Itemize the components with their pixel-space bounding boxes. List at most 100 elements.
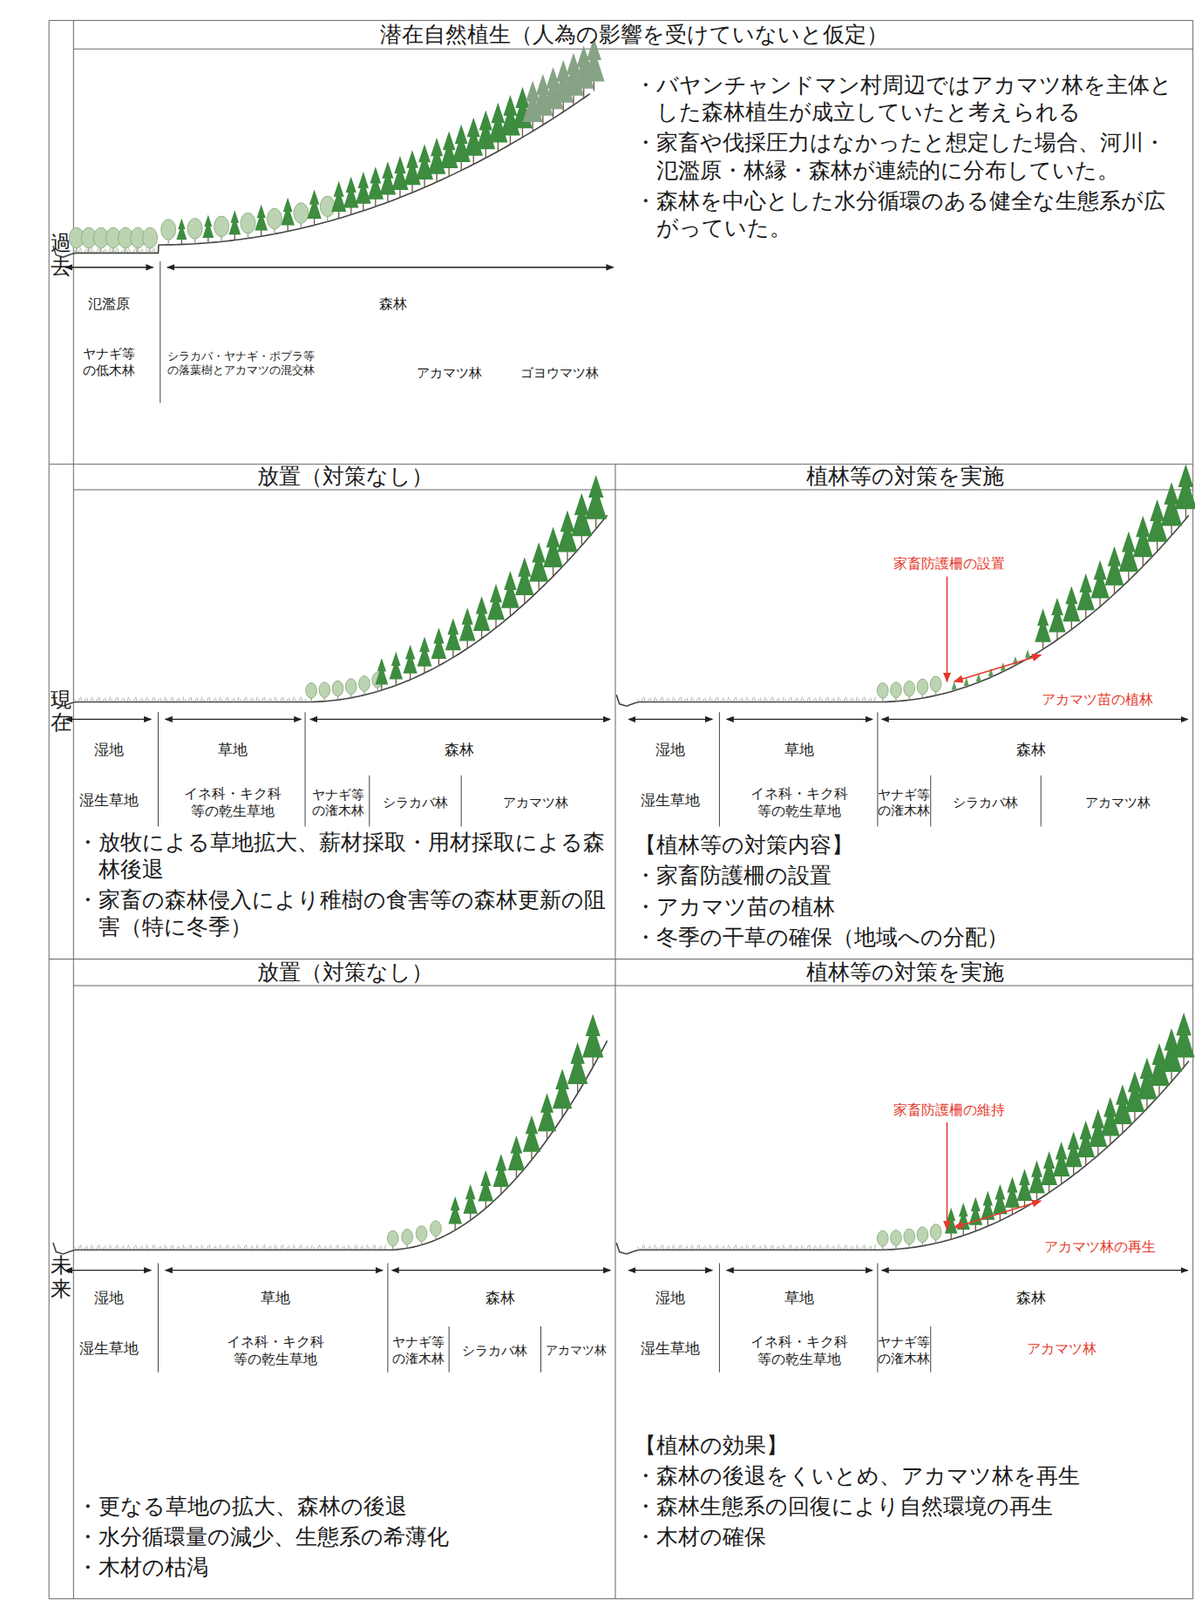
tree-trunk: [592, 1056, 594, 1067]
tree-group: [876, 464, 1195, 703]
deciduous-tree: [319, 196, 335, 218]
deciduous-tree: [930, 1224, 942, 1241]
tree-trunk: [577, 1083, 578, 1094]
zone-divider: [876, 712, 878, 827]
table-text: シラカバ・ヤナギ・ポプラ等の落葉樹とアカマツの混交林: [161, 349, 320, 379]
grass-stroke: [858, 699, 860, 701]
note-text: ・アカマツ苗の植林: [634, 893, 1181, 921]
grass-stroke: [274, 697, 276, 702]
grass-stroke: [849, 699, 851, 701]
conifer-tree: [452, 124, 471, 163]
fence-pointer: [946, 1122, 949, 1230]
conifer-tree: [463, 117, 483, 157]
grass-stroke: [183, 697, 184, 702]
table-line: [1192, 20, 1194, 1599]
grass-stroke: [641, 1246, 643, 1250]
grass-stroke: [692, 1247, 694, 1250]
zone-divider: [719, 1262, 720, 1372]
table-text: 湿地: [92, 740, 126, 760]
zone-divider: [368, 775, 370, 828]
grass-stroke: [705, 1246, 707, 1250]
grass-stroke: [93, 250, 95, 252]
tree-trunk: [473, 155, 475, 165]
grass-stroke: [870, 1246, 872, 1250]
table-text: アカマツ苗の植林: [1039, 691, 1155, 709]
tree-trunk: [380, 684, 382, 691]
conifer-tree: [306, 190, 321, 219]
zone-divider: [930, 775, 931, 828]
note-text: ・家畜の森林侵入により稚樹の食害等の森林更新の阻害（特に冬季）: [76, 886, 610, 942]
grass-stroke: [840, 1247, 842, 1250]
grass-stroke: [746, 697, 747, 702]
grass-stroke: [129, 699, 131, 701]
grass-stroke: [78, 249, 80, 253]
deciduous-tree: [876, 1230, 889, 1247]
grass-stroke: [151, 249, 153, 253]
grass-stroke: [262, 698, 264, 702]
table-text: 森林: [1014, 1289, 1048, 1308]
zone-arrow: [882, 1269, 1189, 1271]
grass-stroke: [703, 1247, 705, 1250]
grass-stroke: [650, 1246, 652, 1250]
conifer-tree: [487, 583, 505, 620]
grass-stroke: [142, 1246, 143, 1250]
table-text: シラカバ林: [460, 1343, 530, 1360]
grass-stroke: [647, 699, 649, 701]
tree-trunk: [435, 173, 437, 183]
tree-trunk: [538, 580, 540, 591]
grass-texture: [638, 697, 876, 702]
ground-line: [53, 1040, 608, 1255]
slope-panel: [53, 475, 611, 827]
grass-stroke: [752, 698, 754, 702]
tree-trunk: [497, 141, 499, 151]
grass-stroke: [298, 698, 300, 702]
grass-stroke: [239, 699, 241, 701]
zone-divider: [930, 1326, 931, 1373]
tree-trunk: [516, 1169, 517, 1179]
grass-stroke: [849, 1247, 851, 1250]
table-text: 湿生草地: [638, 791, 702, 810]
grass-stroke: [831, 1247, 833, 1250]
grass-stroke: [288, 698, 290, 702]
grass-stroke: [294, 1247, 296, 1250]
table-text: 湿生草地: [638, 1339, 702, 1358]
tree-trunk: [1113, 584, 1115, 595]
tree-trunk: [975, 1224, 977, 1232]
grass-stroke: [733, 1246, 735, 1250]
grass-stroke: [760, 1246, 761, 1250]
conifer-tree: [1090, 560, 1109, 599]
grass-stroke: [368, 1247, 370, 1250]
grass-stroke: [135, 697, 137, 702]
grass-stroke: [653, 1244, 655, 1250]
grass-stroke: [245, 697, 247, 702]
grass-stroke: [80, 1244, 82, 1250]
conifer-tree: [508, 1135, 525, 1171]
table-line: [48, 20, 50, 1599]
zone-arrow: [726, 1269, 873, 1271]
grass-stroke: [335, 1246, 337, 1250]
deciduous-tree: [890, 1230, 903, 1247]
tree-trunk: [387, 194, 388, 203]
grass-stroke: [133, 1246, 135, 1250]
grass-stroke: [802, 1247, 804, 1250]
deciduous-tree: [903, 1228, 916, 1245]
grass-stroke: [372, 1246, 374, 1250]
tree-trunk: [461, 161, 462, 171]
deciduous-tree: [916, 1227, 929, 1243]
grass-stroke: [268, 699, 270, 701]
grass-stroke: [653, 697, 655, 702]
tree-group: [876, 1012, 1195, 1250]
grass-stroke: [711, 1247, 713, 1250]
grass-stroke: [201, 1244, 203, 1250]
tree-trunk: [1127, 570, 1129, 581]
grass-stroke: [233, 1246, 235, 1250]
grass-stroke: [135, 248, 137, 253]
table-text: 森林: [483, 1289, 517, 1308]
tree-trunk: [448, 167, 449, 177]
tree-trunk: [399, 189, 401, 198]
grass-stroke: [341, 1247, 343, 1250]
grass-stroke: [672, 697, 674, 702]
tree-trunk: [532, 121, 534, 132]
table-text: シラカバ林: [950, 794, 1020, 812]
grass-stroke: [814, 1246, 816, 1250]
